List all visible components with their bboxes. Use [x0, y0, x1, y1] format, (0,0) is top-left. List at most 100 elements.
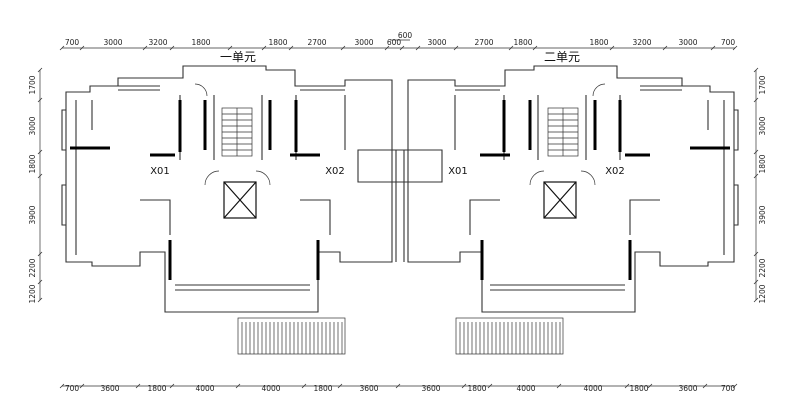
dimension-tick [753, 67, 759, 73]
dimension-tick [59, 383, 65, 389]
left-dimension-labels: 1700 3000 1800 3900 2200 1200 [28, 75, 37, 303]
dimension-tick [624, 383, 630, 389]
top-dimension-labels: 700 3000 3200 1800 1800 2700 3000 600 30… [65, 31, 736, 47]
top-dim-label: 3000 [103, 38, 122, 47]
top-dim-label: 1800 [589, 38, 608, 47]
dimension-tick [37, 173, 43, 179]
dimension-tick [59, 45, 65, 51]
top-dim-label: 2700 [307, 38, 326, 47]
bottom-dim-label: 1800 [467, 384, 486, 393]
left-dim-label: 1200 [28, 284, 37, 303]
dimension-tick [710, 45, 716, 51]
dimension-tick [453, 45, 459, 51]
elevator-shaft [223, 181, 577, 219]
bottom-dim-label: 700 [721, 384, 736, 393]
top-dim-label: 1800 [191, 38, 210, 47]
left-dimension-ticks [37, 67, 43, 303]
balcony-hatch [237, 317, 564, 355]
dimension-tick [37, 97, 43, 103]
top-dim-label: 3000 [427, 38, 446, 47]
room-labels: X01 X02 X01 X02 [150, 166, 625, 177]
bottom-dim-label: 4000 [195, 384, 214, 393]
top-dim-label: 1800 [513, 38, 532, 47]
dimension-lines [39, 39, 757, 387]
right-dim-label: 3900 [758, 205, 767, 224]
left-dim-label: 3900 [28, 205, 37, 224]
right-dim-label: 1200 [758, 284, 767, 303]
bottom-dimension-ticks [59, 383, 738, 389]
bottom-dim-label: 1800 [147, 384, 166, 393]
top-dim-label: 3000 [678, 38, 697, 47]
dimension-tick [732, 383, 738, 389]
top-dim-label: 3200 [632, 38, 651, 47]
room-label-x02: X02 [325, 166, 345, 177]
right-dimension-labels: 1700 3000 1800 3900 2200 1200 [758, 75, 767, 303]
dimension-tick [337, 383, 343, 389]
staircase [221, 107, 579, 157]
thick-walls [70, 100, 730, 280]
top-dim-label: 2700 [474, 38, 493, 47]
dimension-tick [662, 45, 668, 51]
left-dim-label: 1800 [28, 154, 37, 173]
dimension-tick [135, 383, 141, 389]
top-dim-label: 3000 [354, 38, 373, 47]
top-dim-label: 600 [387, 38, 402, 47]
dimension-tick [169, 45, 175, 51]
unit-titles: 一单元 二单元 [220, 50, 580, 64]
right-dimension-ticks [753, 67, 759, 303]
dimension-tick [169, 383, 175, 389]
dimension-tick [288, 45, 294, 51]
dimension-tick [142, 45, 148, 51]
dimension-tick [609, 45, 615, 51]
top-dim-label: 3200 [148, 38, 167, 47]
dimension-tick [753, 297, 759, 303]
dimension-tick [37, 297, 43, 303]
dimension-tick [301, 383, 307, 389]
bottom-dimension-labels: 700 3600 1800 4000 4000 1800 3600 3600 1… [65, 384, 736, 393]
top-dimension-ticks [59, 45, 738, 51]
outer-walls [61, 65, 739, 313]
dimension-tick [753, 279, 759, 285]
dimension-tick [261, 45, 267, 51]
bottom-dim-label: 1800 [629, 384, 648, 393]
dimension-tick [508, 45, 514, 51]
dimension-tick [235, 383, 241, 389]
bottom-dim-label: 4000 [516, 384, 535, 393]
bottom-dim-label: 1800 [313, 384, 332, 393]
bottom-dim-label: 3600 [421, 384, 440, 393]
door-swings [194, 83, 606, 186]
dimension-tick [399, 45, 405, 51]
dimension-tick [37, 67, 43, 73]
bottom-dim-label: 3600 [678, 384, 697, 393]
dimension-tick [79, 45, 85, 51]
room-label-x01: X01 [150, 166, 170, 177]
unit-title: 二单元 [544, 50, 580, 64]
dimension-tick [37, 251, 43, 257]
bottom-dim-label: 4000 [261, 384, 280, 393]
bottom-dim-label: 3600 [359, 384, 378, 393]
right-dim-label: 3000 [758, 116, 767, 135]
unit-title: 一单元 [220, 50, 256, 64]
dimension-tick [37, 149, 43, 155]
top-dim-label: 1800 [268, 38, 287, 47]
dimension-tick [753, 149, 759, 155]
dimension-tick [753, 97, 759, 103]
bottom-dim-label: 700 [65, 384, 80, 393]
dimension-tick [556, 383, 562, 389]
top-dim-label: 700 [721, 38, 736, 47]
top-dim-label: 700 [65, 38, 80, 47]
left-dim-label: 2200 [28, 258, 37, 277]
right-dim-label: 1800 [758, 154, 767, 173]
bottom-dim-label: 4000 [583, 384, 602, 393]
dimension-tick [79, 383, 85, 389]
dimension-tick [753, 173, 759, 179]
dimension-tick [415, 45, 421, 51]
dimension-tick [227, 45, 233, 51]
dimension-tick [461, 383, 467, 389]
dimension-tick [647, 383, 653, 389]
dimension-tick [532, 45, 538, 51]
dimension-tick [37, 279, 43, 285]
dimension-tick [384, 45, 390, 51]
dimension-tick [732, 45, 738, 51]
